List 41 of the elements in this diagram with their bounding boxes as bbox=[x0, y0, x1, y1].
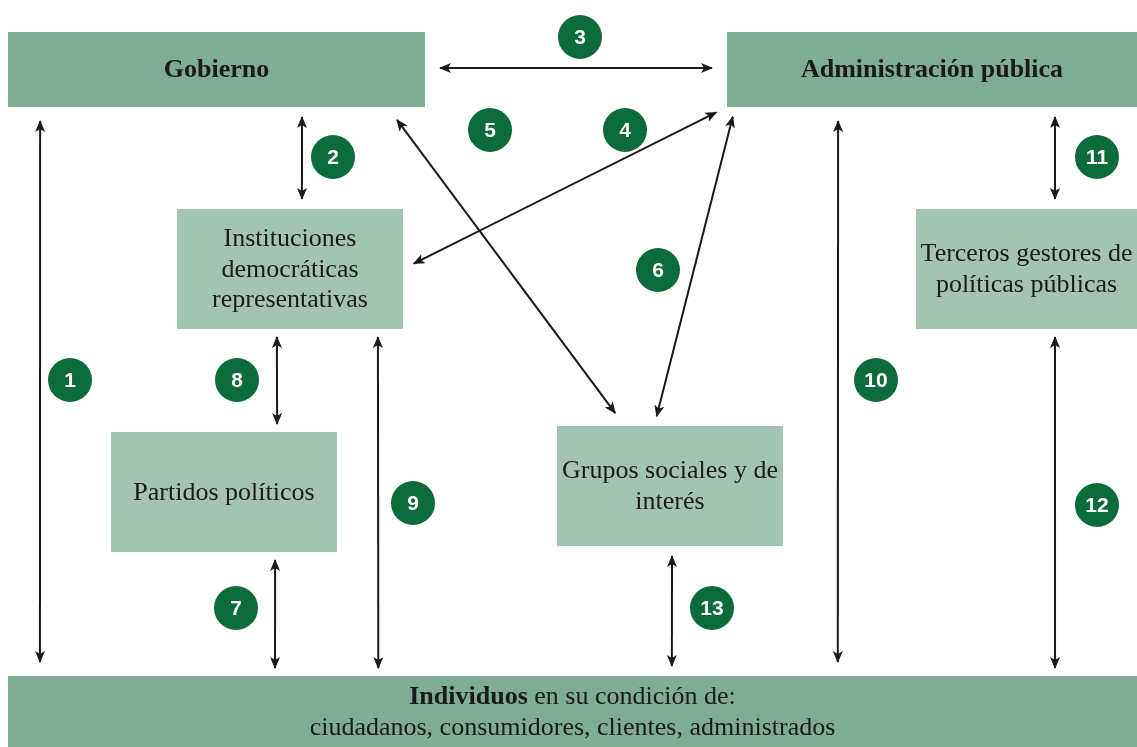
box-text: ciudadanos, consumidores, clientes, administrados bbox=[309, 711, 836, 743]
number-badge: 5 bbox=[468, 108, 512, 152]
number-badge: 6 bbox=[636, 248, 680, 292]
double-arrow bbox=[412, 111, 718, 265]
header-box bbox=[8, 676, 1137, 747]
box-text: Partidos políticos bbox=[133, 476, 315, 508]
entity-box bbox=[557, 426, 783, 546]
double-arrow bbox=[396, 118, 617, 415]
double-arrow bbox=[666, 555, 677, 667]
box-text: Individuos en su condición de: bbox=[409, 680, 736, 712]
double-arrow bbox=[832, 120, 844, 663]
double-arrow bbox=[34, 120, 46, 663]
box-text: Grupos sociales y de interés bbox=[561, 455, 779, 517]
number-badge: 13 bbox=[690, 586, 734, 630]
number-badge: 2 bbox=[311, 135, 355, 179]
double-arrow bbox=[297, 116, 307, 200]
number-badge: 11 bbox=[1075, 135, 1119, 179]
double-arrow bbox=[372, 336, 384, 669]
box-text: Terceros gestores de políticas públicas bbox=[919, 238, 1134, 300]
double-arrow bbox=[1050, 116, 1060, 200]
box-text: Gobierno bbox=[163, 54, 270, 85]
entity-box bbox=[916, 209, 1137, 329]
double-arrow bbox=[439, 63, 713, 73]
double-arrow bbox=[1050, 336, 1061, 669]
entity-box bbox=[111, 432, 337, 552]
number-badge: 3 bbox=[558, 15, 602, 59]
number-badge: 12 bbox=[1075, 483, 1119, 527]
number-badge: 8 bbox=[215, 358, 259, 402]
number-badge: 7 bbox=[214, 586, 258, 630]
number-badge: 4 bbox=[603, 108, 647, 152]
box-text: Instituciones democráticas representativas bbox=[211, 223, 369, 315]
double-arrow bbox=[654, 115, 735, 418]
double-arrow bbox=[271, 336, 283, 425]
double-arrow bbox=[270, 559, 281, 669]
number-badge: 9 bbox=[391, 481, 435, 525]
entity-box bbox=[177, 209, 403, 329]
number-badge: 10 bbox=[854, 358, 898, 402]
box-text: Administración pública bbox=[800, 54, 1064, 85]
number-badge: 1 bbox=[48, 358, 92, 402]
header-box bbox=[727, 32, 1137, 107]
header-box bbox=[8, 32, 425, 107]
